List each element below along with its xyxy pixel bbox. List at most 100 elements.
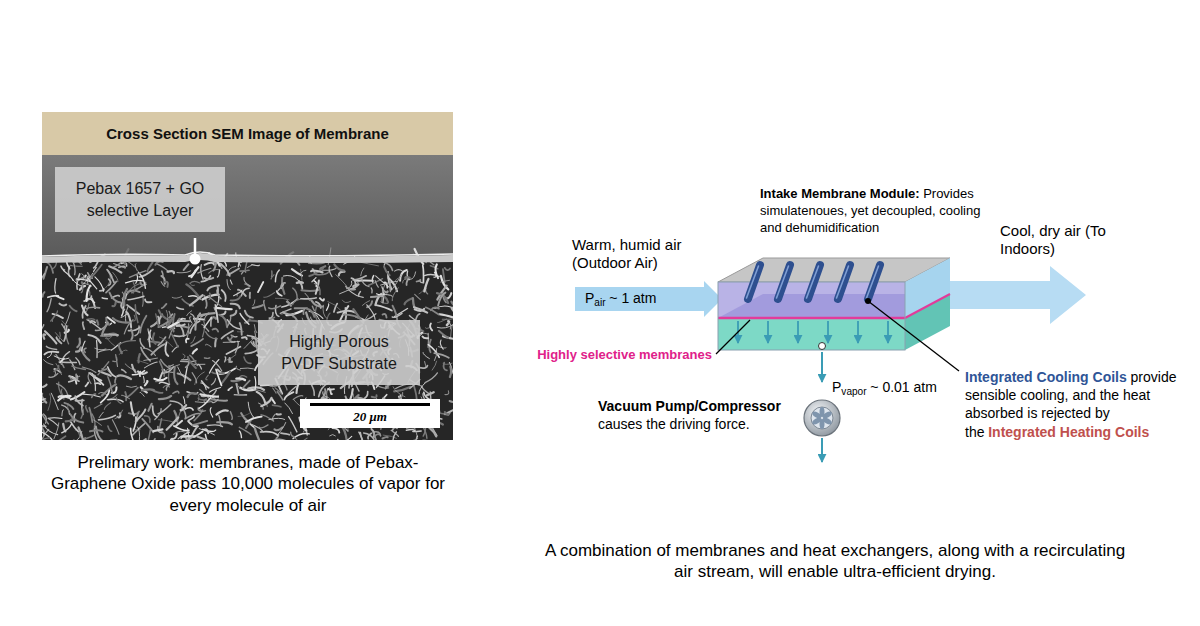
- pore-strand: [64, 312, 70, 328]
- pore-strand: [136, 275, 138, 284]
- pore-strand: [218, 270, 220, 277]
- pore-strand: [43, 334, 45, 338]
- pore-strand: [184, 264, 189, 270]
- sem-pores: [42, 248, 453, 440]
- pore-strand: [84, 296, 91, 301]
- pore-strand: [97, 320, 98, 324]
- pore-strand: [149, 330, 151, 347]
- pore-strand: [406, 429, 415, 431]
- pore-strand: [77, 274, 80, 289]
- coil-note: Integrated Cooling Coilsprovide sensible…: [965, 368, 1177, 441]
- pore-strand: [235, 341, 238, 353]
- pump-icon: [804, 400, 840, 436]
- pore-strand: [234, 394, 247, 395]
- pore-strand: [132, 371, 144, 375]
- pore-strand: [212, 399, 227, 400]
- pore-strand: [295, 307, 307, 309]
- pore-strand: [96, 427, 102, 441]
- pore-strand: [300, 270, 306, 273]
- cooling-coil: [868, 265, 880, 299]
- pore-strand: [445, 268, 450, 270]
- pore-strand: [444, 363, 447, 371]
- pore-strand: [213, 361, 222, 371]
- pore-strand: [138, 272, 145, 288]
- pore-strand: [42, 438, 50, 440]
- coil-highlight: [867, 266, 879, 298]
- pore-strand: [150, 439, 155, 440]
- outlet-label: Cool, dry air (To Indoors): [1000, 222, 1106, 257]
- pore-strand: [219, 416, 221, 426]
- pore-strand: [264, 293, 275, 298]
- pore-strand: [423, 353, 429, 359]
- pore-strand: [144, 358, 158, 360]
- coil-title: Integrated Heating Coils: [988, 424, 1149, 440]
- pore-strand: [158, 316, 160, 323]
- pore-strand: [392, 313, 402, 317]
- cooling-coil: [778, 265, 790, 299]
- pore-strand: [185, 408, 193, 410]
- pore-strand: [405, 299, 412, 305]
- pore-strand: [64, 326, 67, 341]
- pore-strand: [434, 353, 449, 358]
- pore-strand: [135, 264, 137, 271]
- pore-strand: [429, 427, 436, 436]
- pore-strand: [131, 428, 133, 440]
- pore-strand: [452, 308, 453, 313]
- pump-fan: [811, 407, 833, 429]
- pore-strand: [66, 420, 74, 422]
- pore-strand: [181, 405, 186, 410]
- pore-strand: [411, 272, 416, 280]
- pore-strand: [160, 431, 165, 438]
- pore-strand: [87, 286, 91, 302]
- pore-strand: [172, 297, 181, 299]
- pore-strand: [383, 314, 387, 318]
- pore-strand: [108, 399, 123, 402]
- pore-strand: [440, 314, 454, 318]
- leader-line: [716, 320, 750, 354]
- pore-strand: [140, 392, 145, 396]
- sem-background: [42, 150, 453, 258]
- pore-strand: [178, 374, 191, 381]
- pore-strand: [216, 410, 227, 414]
- membrane-note: Highly selective membranes: [480, 347, 712, 363]
- pore-strand: [198, 313, 214, 316]
- pore-strand: [177, 271, 191, 273]
- pore-strand: [285, 403, 293, 414]
- pore-strand: [44, 424, 58, 435]
- pore-strand: [360, 432, 364, 440]
- pore-strand: [219, 315, 227, 328]
- pore-strand: [173, 391, 179, 393]
- pore-strand: [376, 305, 392, 310]
- pore-strand: [198, 365, 202, 369]
- pore-strand: [86, 383, 89, 387]
- coil-highlight: [807, 266, 819, 298]
- pore-strand: [241, 288, 249, 296]
- pore-strand: [234, 290, 242, 296]
- pore-strand: [138, 427, 140, 440]
- pore-strand: [140, 339, 144, 348]
- module-side-lower: [905, 294, 950, 350]
- pore-strand: [339, 272, 345, 276]
- pore-strand: [425, 362, 426, 368]
- pore-strand: [76, 375, 77, 380]
- pore-strand: [374, 434, 381, 441]
- vapor-outlet-arrow: [821, 352, 823, 382]
- vapor-arrow: [827, 321, 829, 343]
- pore-strand: [83, 394, 100, 397]
- pore-strand: [309, 269, 323, 277]
- pore-strand: [142, 388, 154, 391]
- pore-strand: [353, 276, 366, 280]
- pump-description: causes the driving force.: [598, 416, 794, 434]
- pore-strand: [300, 438, 307, 440]
- pore-strand: [445, 412, 449, 415]
- pore-strand: [431, 307, 439, 310]
- pore-strand: [218, 370, 221, 373]
- pore-strand: [200, 394, 218, 397]
- pore-strand: [343, 315, 358, 318]
- pore-strand: [157, 264, 169, 272]
- membrane-module: [718, 258, 950, 350]
- pore-strand: [105, 336, 112, 339]
- pore-strand: [47, 299, 51, 312]
- pore-strand: [432, 361, 436, 370]
- pore-strand: [192, 267, 199, 277]
